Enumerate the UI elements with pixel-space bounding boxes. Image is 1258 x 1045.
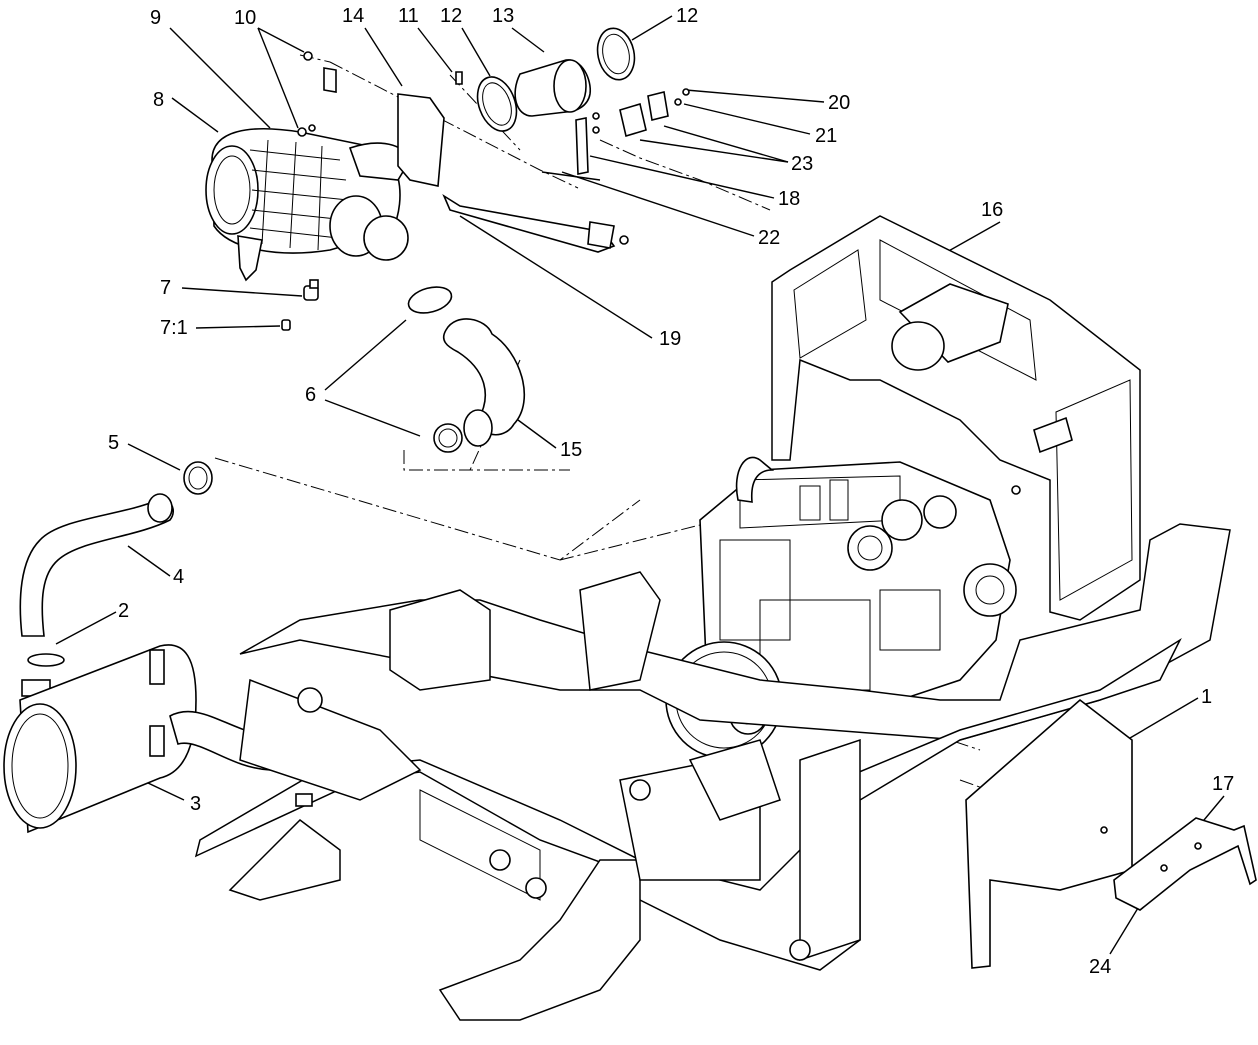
- callout-label-23: 23: [791, 153, 813, 175]
- callout-label-10: 10: [234, 7, 256, 29]
- callout-label-7-1: 7:1: [160, 317, 188, 339]
- callout-label-18: 18: [778, 188, 800, 210]
- callout-label-9: 9: [150, 7, 161, 29]
- callout-label-24: 24: [1089, 956, 1111, 978]
- callout-label-20: 20: [828, 92, 850, 114]
- callout-label-4: 4: [173, 566, 184, 588]
- callout-label-2: 2: [118, 600, 129, 622]
- callout-label-12b: 12: [676, 5, 698, 27]
- shield-bracket: [1113, 817, 1257, 911]
- callout-label-8: 8: [153, 89, 164, 111]
- callout-label-13: 13: [492, 5, 514, 27]
- callout-label-6: 6: [305, 384, 316, 406]
- callout-label-12a: 12: [440, 5, 462, 27]
- callout-label-5: 5: [108, 432, 119, 454]
- chassis-frame: [194, 523, 1231, 1021]
- engine-block: [699, 456, 1017, 701]
- callout-label-16: 16: [981, 199, 1003, 221]
- callout-label-14: 14: [342, 5, 364, 27]
- rear-rops-frame: [771, 215, 1141, 621]
- mount-hardware: [323, 67, 629, 253]
- intake-elbow: [407, 286, 525, 453]
- callout-label-17: 17: [1212, 773, 1234, 795]
- callout-label-7: 7: [160, 277, 171, 299]
- callout-label-22: 22: [758, 227, 780, 249]
- callout-label-11: 11: [398, 5, 419, 27]
- callout-label-15: 15: [560, 439, 582, 461]
- heat-shield: [965, 698, 1133, 969]
- service-indicator: [281, 279, 319, 331]
- air-cleaner-assembly: [205, 124, 411, 282]
- callout-label-21: 21: [815, 125, 837, 147]
- exhaust-assembly: [3, 461, 271, 834]
- upper-clamps-and-tube: [476, 27, 636, 132]
- callout-label-19: 19: [659, 328, 681, 350]
- callout-labels: 9 10 14 11 12 13 12 20 21 23 18 22 8 16 …: [108, 5, 1234, 978]
- callout-label-3: 3: [190, 793, 201, 815]
- callout-label-1: 1: [1201, 686, 1212, 708]
- fasteners: [303, 51, 1021, 495]
